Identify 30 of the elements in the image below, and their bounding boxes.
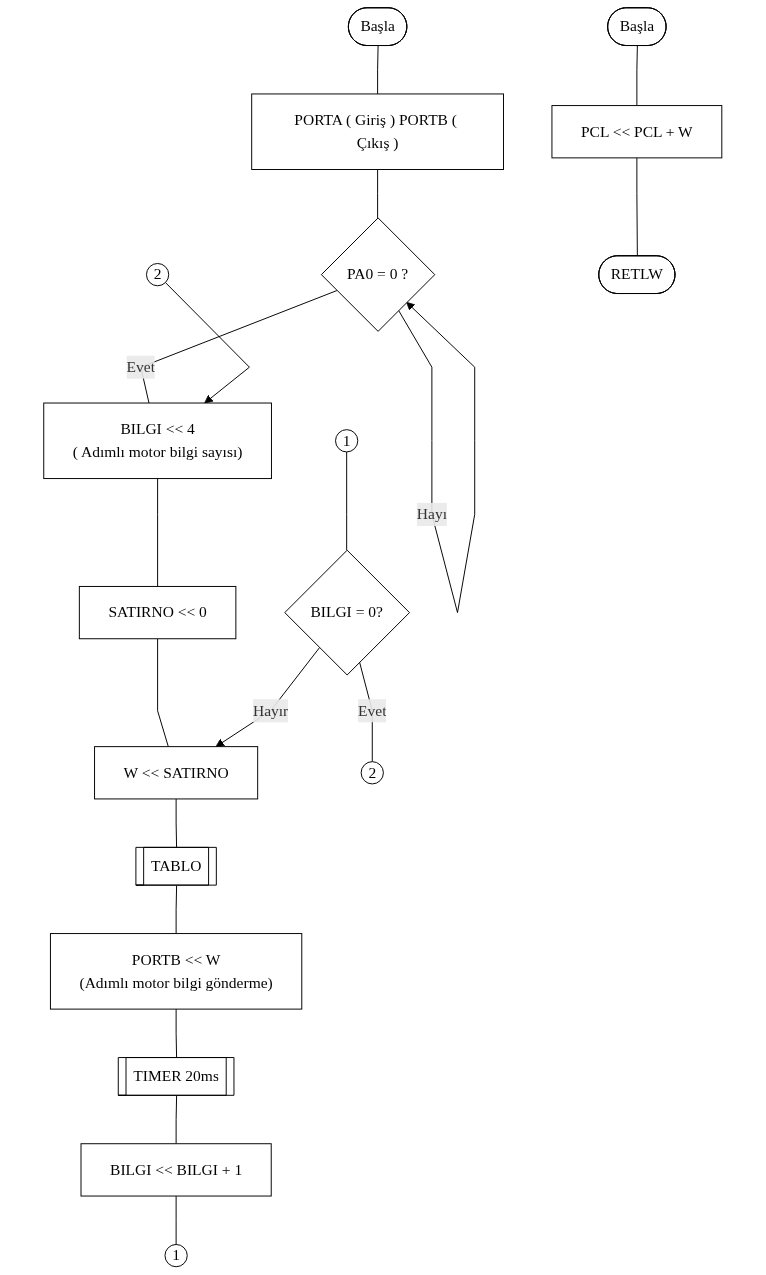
edge-label: Hayı (417, 505, 448, 523)
node-circle: 1 (335, 429, 359, 453)
connector (377, 45, 379, 95)
node-box: PCL << PCL + W (551, 105, 723, 159)
connector (157, 478, 159, 587)
node-circle: 2 (146, 263, 170, 287)
edge-label: Hayır (253, 702, 289, 719)
node-box: BILGI << 4 ( Adımlı motor bilgi sayısı) (43, 402, 273, 480)
connector (636, 45, 639, 107)
connector (157, 638, 169, 748)
connector (140, 290, 338, 404)
connector (175, 798, 178, 849)
connector (377, 169, 379, 219)
node-box: PORTA ( Giriş ) PORTB ( Çıkış ) (251, 93, 505, 170)
connector (175, 1095, 178, 1145)
node-diamond: BILGI = 0? (284, 549, 411, 676)
node-box: SATIRNO << 0 (79, 585, 237, 640)
node-box: BILGI << BILGI + 1 (80, 1143, 272, 1197)
connector (175, 885, 178, 935)
node-circle: 2 (360, 761, 385, 785)
connector (175, 1195, 177, 1245)
node-box: W << SATIRNO (94, 746, 259, 800)
node-circle: 1 (164, 1243, 188, 1268)
connector (346, 451, 348, 551)
connector (636, 157, 639, 257)
edge-label: Evet (358, 702, 387, 719)
node-diamond: PA0 = 0 ? (321, 217, 436, 332)
edge-label: Evet (126, 358, 156, 375)
connector (175, 1008, 178, 1059)
node-box: PORTB << W (Adımlı motor bilgi gönderme) (50, 933, 303, 1010)
